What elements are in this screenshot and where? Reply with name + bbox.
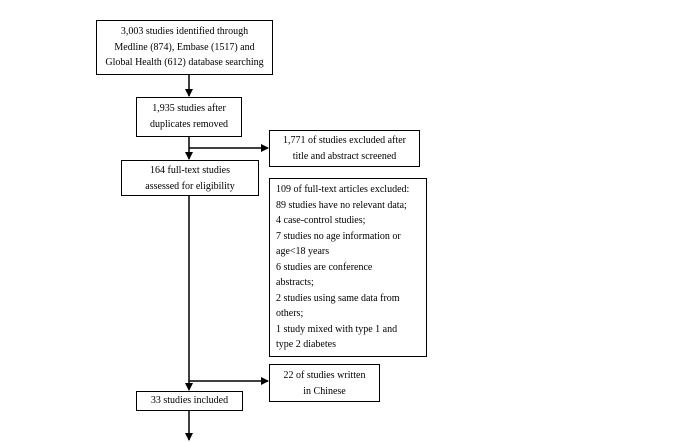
box-chinese-excluded: 22 of studies written in Chinese <box>269 364 380 402</box>
box-fulltext-excluded: 109 of full-text articles excluded: 89 s… <box>269 178 427 357</box>
after-duplicates-line-1: 1,935 studies after <box>152 103 226 114</box>
excluded-screening-line-2: title and abstract screened <box>292 150 397 162</box>
fulltext-excluded-line-11: type 2 diabetes <box>276 339 336 350</box>
box-excluded-screening: 1,771 of studies excluded after title an… <box>269 130 420 167</box>
fulltext-assessed-line-1: 164 full-text studies <box>150 165 230 176</box>
fulltext-excluded-line-3: 4 case-control studies; <box>276 215 366 226</box>
chinese-excluded-line-1: 22 of studies written <box>283 370 366 381</box>
fulltext-excluded-line-6: 6 studies are conference <box>276 261 373 273</box>
box-fulltext-assessed: 164 full-text studies assessed for eligi… <box>121 160 259 196</box>
identified-line-2: Medline (874), Embase (1517) and <box>114 41 255 53</box>
after-duplicates-line-2: duplicates removed <box>149 118 229 130</box>
fulltext-excluded-line-8: 2 studies using same data from <box>276 292 400 304</box>
box-after-duplicates: 1,935 studies after duplicates removed <box>136 97 242 137</box>
fulltext-excluded-line-5: age<18 years <box>276 246 330 257</box>
fulltext-excluded-line-2: 89 studies have no relevant data; <box>276 199 407 211</box>
identified-line-1: 3,003 studies identified through <box>120 26 249 37</box>
fulltext-excluded-line-9: others; <box>276 308 304 319</box>
box-included: 33 studies included <box>136 391 243 411</box>
fulltext-excluded-line-4: 7 studies no age information or <box>276 230 401 242</box>
chinese-excluded-line-2: in Chinese <box>303 385 346 397</box>
fulltext-excluded-line-7: abstracts; <box>276 277 314 288</box>
fulltext-excluded-line-1: 109 of full-text articles excluded: <box>276 184 410 195</box>
box-identified: 3,003 studies identified through Medline… <box>96 20 273 75</box>
fulltext-excluded-line-10: 1 study mixed with type 1 and <box>276 323 398 335</box>
identified-line-3: Global Health (612) database searching <box>105 57 264 68</box>
excluded-screening-line-1: 1,771 of studies excluded after <box>282 135 407 146</box>
included-line-1: 33 studies included <box>150 395 229 406</box>
fulltext-assessed-line-2: assessed for eligibility <box>145 180 235 192</box>
